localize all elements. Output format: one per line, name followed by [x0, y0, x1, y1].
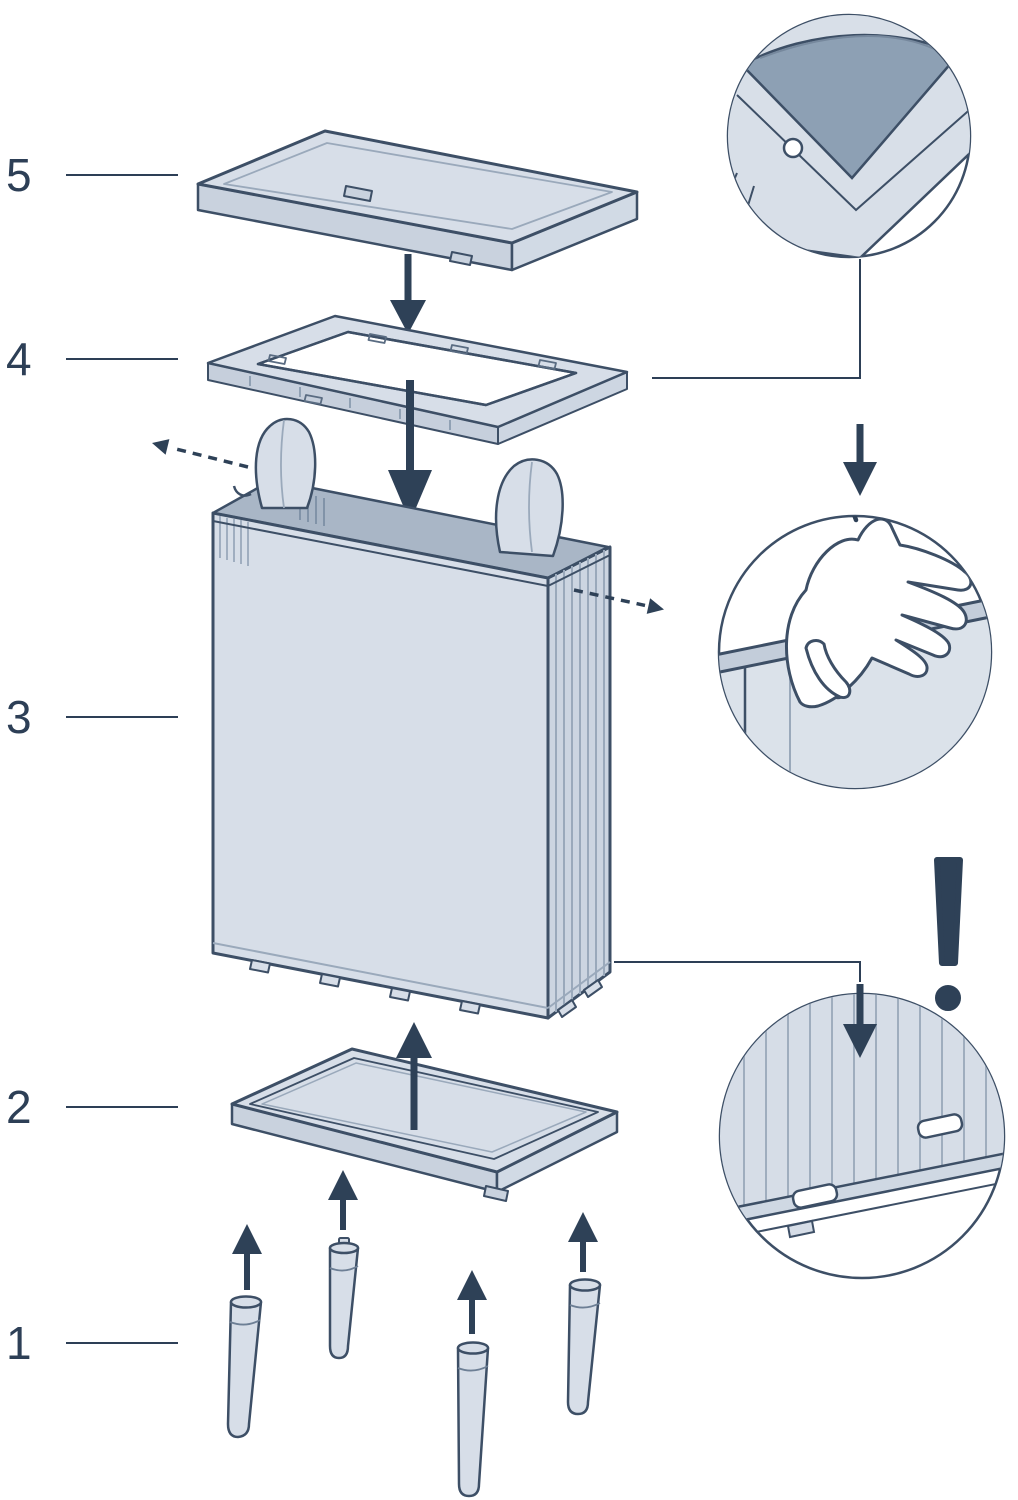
callout-lid-corner-pin-detail	[726, 13, 972, 259]
part-box-body	[211, 417, 612, 1020]
panel-foot-tab	[786, 1219, 816, 1239]
panel-slots	[791, 1113, 964, 1209]
panel-lip-lower-line	[725, 1179, 1004, 1239]
insert-frame-arrow	[388, 380, 432, 522]
step-number-5: 5	[6, 149, 32, 201]
body-left-flap	[254, 417, 317, 510]
body-side-bottom-inner-line	[547, 961, 611, 1009]
ribbed-panel	[720, 994, 1004, 1210]
body-front-rim-line	[212, 520, 549, 587]
body-side-ribs	[555, 550, 605, 1012]
step-label-1: 1	[6, 1320, 178, 1366]
attach-base-arrow	[396, 1022, 432, 1130]
lid-handle-notch	[343, 185, 373, 202]
lid-front-latch-tab	[449, 251, 473, 266]
step-leader-line-1	[66, 1342, 178, 1344]
leg-4	[566, 1278, 602, 1416]
step-label-4: 4	[6, 336, 178, 382]
corner-pin	[782, 137, 804, 159]
exclamation-dot	[935, 985, 961, 1011]
base-front-tab	[483, 1185, 509, 1202]
body-left-hook-tab	[232, 485, 252, 497]
step-leader-line-4	[66, 358, 178, 360]
unfold-right-arrowhead	[646, 598, 664, 614]
leg-2	[328, 1237, 360, 1360]
step-number-1: 1	[6, 1317, 32, 1369]
exclamation-bar	[934, 857, 963, 966]
base-inner-rim-line	[249, 1057, 599, 1160]
step-number-2: 2	[6, 1081, 32, 1133]
body-right-flap-fold	[528, 461, 533, 553]
body-bottom-feet-tabs	[249, 959, 603, 1018]
part-base-panel	[230, 1047, 619, 1202]
part-legs	[226, 1237, 602, 1498]
frame-teeth-ticks	[249, 376, 451, 430]
panel-slot-lower	[791, 1183, 839, 1209]
corner-interior-shading	[759, 35, 949, 59]
slot-detail-arrow	[843, 984, 877, 1058]
frame-slot-marks	[267, 333, 557, 405]
step-leader-line-2	[66, 1106, 178, 1108]
lid-inner-rim-line	[223, 142, 613, 230]
lid-top-surface	[196, 129, 639, 245]
panel-slot-upper	[916, 1113, 964, 1139]
pressing-hand-icon	[785, 517, 973, 709]
step-label-5: 5	[6, 152, 178, 198]
step-number-3: 3	[6, 691, 32, 743]
step-number-4: 4	[6, 333, 32, 385]
warning-exclamation-icon	[934, 857, 963, 1011]
press-detail-arrow	[843, 424, 877, 496]
callout-connector-lines	[614, 259, 861, 982]
base-recess-line	[261, 1062, 587, 1153]
part-lid	[196, 129, 639, 272]
step-label-2: 2	[6, 1084, 178, 1130]
insert-lid-arrow	[390, 254, 426, 334]
unfold-right-arrow-shaft	[573, 588, 646, 608]
connector-body-to-slot-detail	[614, 961, 861, 982]
step-leader-line-3	[66, 716, 178, 718]
step-leader-line-5	[66, 174, 178, 176]
attach-legs-arrows	[232, 1170, 598, 1334]
connector-frame-to-corner-detail	[652, 259, 861, 379]
body-left-flap-fold	[280, 419, 285, 509]
leg-1-arrow	[232, 1224, 262, 1290]
body-side-rim-line	[547, 554, 611, 587]
base-top-surface	[230, 1047, 619, 1174]
callout-side-panel-slot-detail	[718, 984, 1006, 1280]
callout-press-until-click-detail	[717, 514, 993, 790]
leg-4-arrow	[568, 1212, 598, 1272]
hand-thumb	[804, 639, 852, 700]
unfold-left-arrowhead	[152, 439, 170, 455]
leg-2-arrow	[328, 1170, 358, 1230]
step-label-3: 3	[6, 694, 178, 740]
leg-3-arrow	[457, 1270, 487, 1334]
body-bottom-inner-line	[212, 942, 549, 1009]
unfold-side-arrows	[152, 439, 664, 614]
leg-1	[226, 1295, 263, 1439]
corner-inner-rim	[736, 94, 970, 212]
unfold-left-arrow-shaft	[175, 447, 249, 469]
leg-3	[456, 1341, 490, 1498]
body-front-face	[211, 511, 550, 1020]
